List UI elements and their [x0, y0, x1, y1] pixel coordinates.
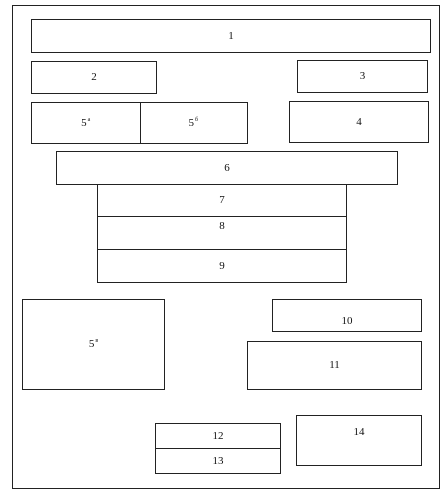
block-5b: 5б: [140, 103, 248, 143]
block-12-13-group: 12 13: [155, 423, 281, 474]
block-2: 2: [31, 61, 157, 94]
block-1-label: 1: [228, 29, 234, 42]
block-7-8-divider: [98, 216, 346, 217]
block-3: 3: [297, 60, 428, 93]
block-11-label: 11: [329, 359, 340, 371]
block-4-label: 4: [356, 115, 362, 128]
block-12-13-divider: [156, 448, 280, 449]
block-5c: 5в: [22, 299, 165, 390]
block-8: 8: [98, 217, 346, 235]
block-1: 1: [31, 19, 431, 53]
block-6-label: 6: [224, 161, 230, 174]
block-14-label: 14: [353, 426, 365, 438]
block-11: 11: [247, 341, 422, 390]
block-2-label: 2: [91, 71, 97, 83]
block-10-label: 10: [341, 315, 353, 327]
block-10: 10: [272, 299, 422, 332]
block-7: 7: [98, 184, 346, 216]
block-14: 14: [296, 415, 422, 466]
block-12-label: 12: [212, 429, 224, 442]
block-3-label: 3: [359, 70, 366, 82]
outer-frame: [12, 5, 440, 489]
block-7-label: 7: [219, 193, 225, 206]
block-13: 13: [156, 449, 280, 473]
block-8-label: 8: [219, 219, 225, 232]
block-4: 4: [289, 101, 429, 143]
block-12: 12: [156, 424, 280, 448]
block-13-label: 13: [212, 454, 224, 467]
block-6: 6: [56, 151, 398, 185]
block-7-8-9-group: 7 8 9: [97, 184, 347, 283]
block-9: 9: [98, 250, 346, 282]
block-8-9-divider: [98, 249, 346, 250]
block-5-divider: [140, 103, 141, 143]
block-5a-label: 5a: [81, 116, 91, 129]
block-9-label: 9: [219, 259, 225, 272]
block-5a-5b-group: 5a 5б: [31, 102, 248, 144]
block-5b-label: 5б: [188, 116, 199, 129]
block-5a: 5a: [32, 103, 140, 143]
block-5c-label: 5в: [88, 338, 99, 350]
